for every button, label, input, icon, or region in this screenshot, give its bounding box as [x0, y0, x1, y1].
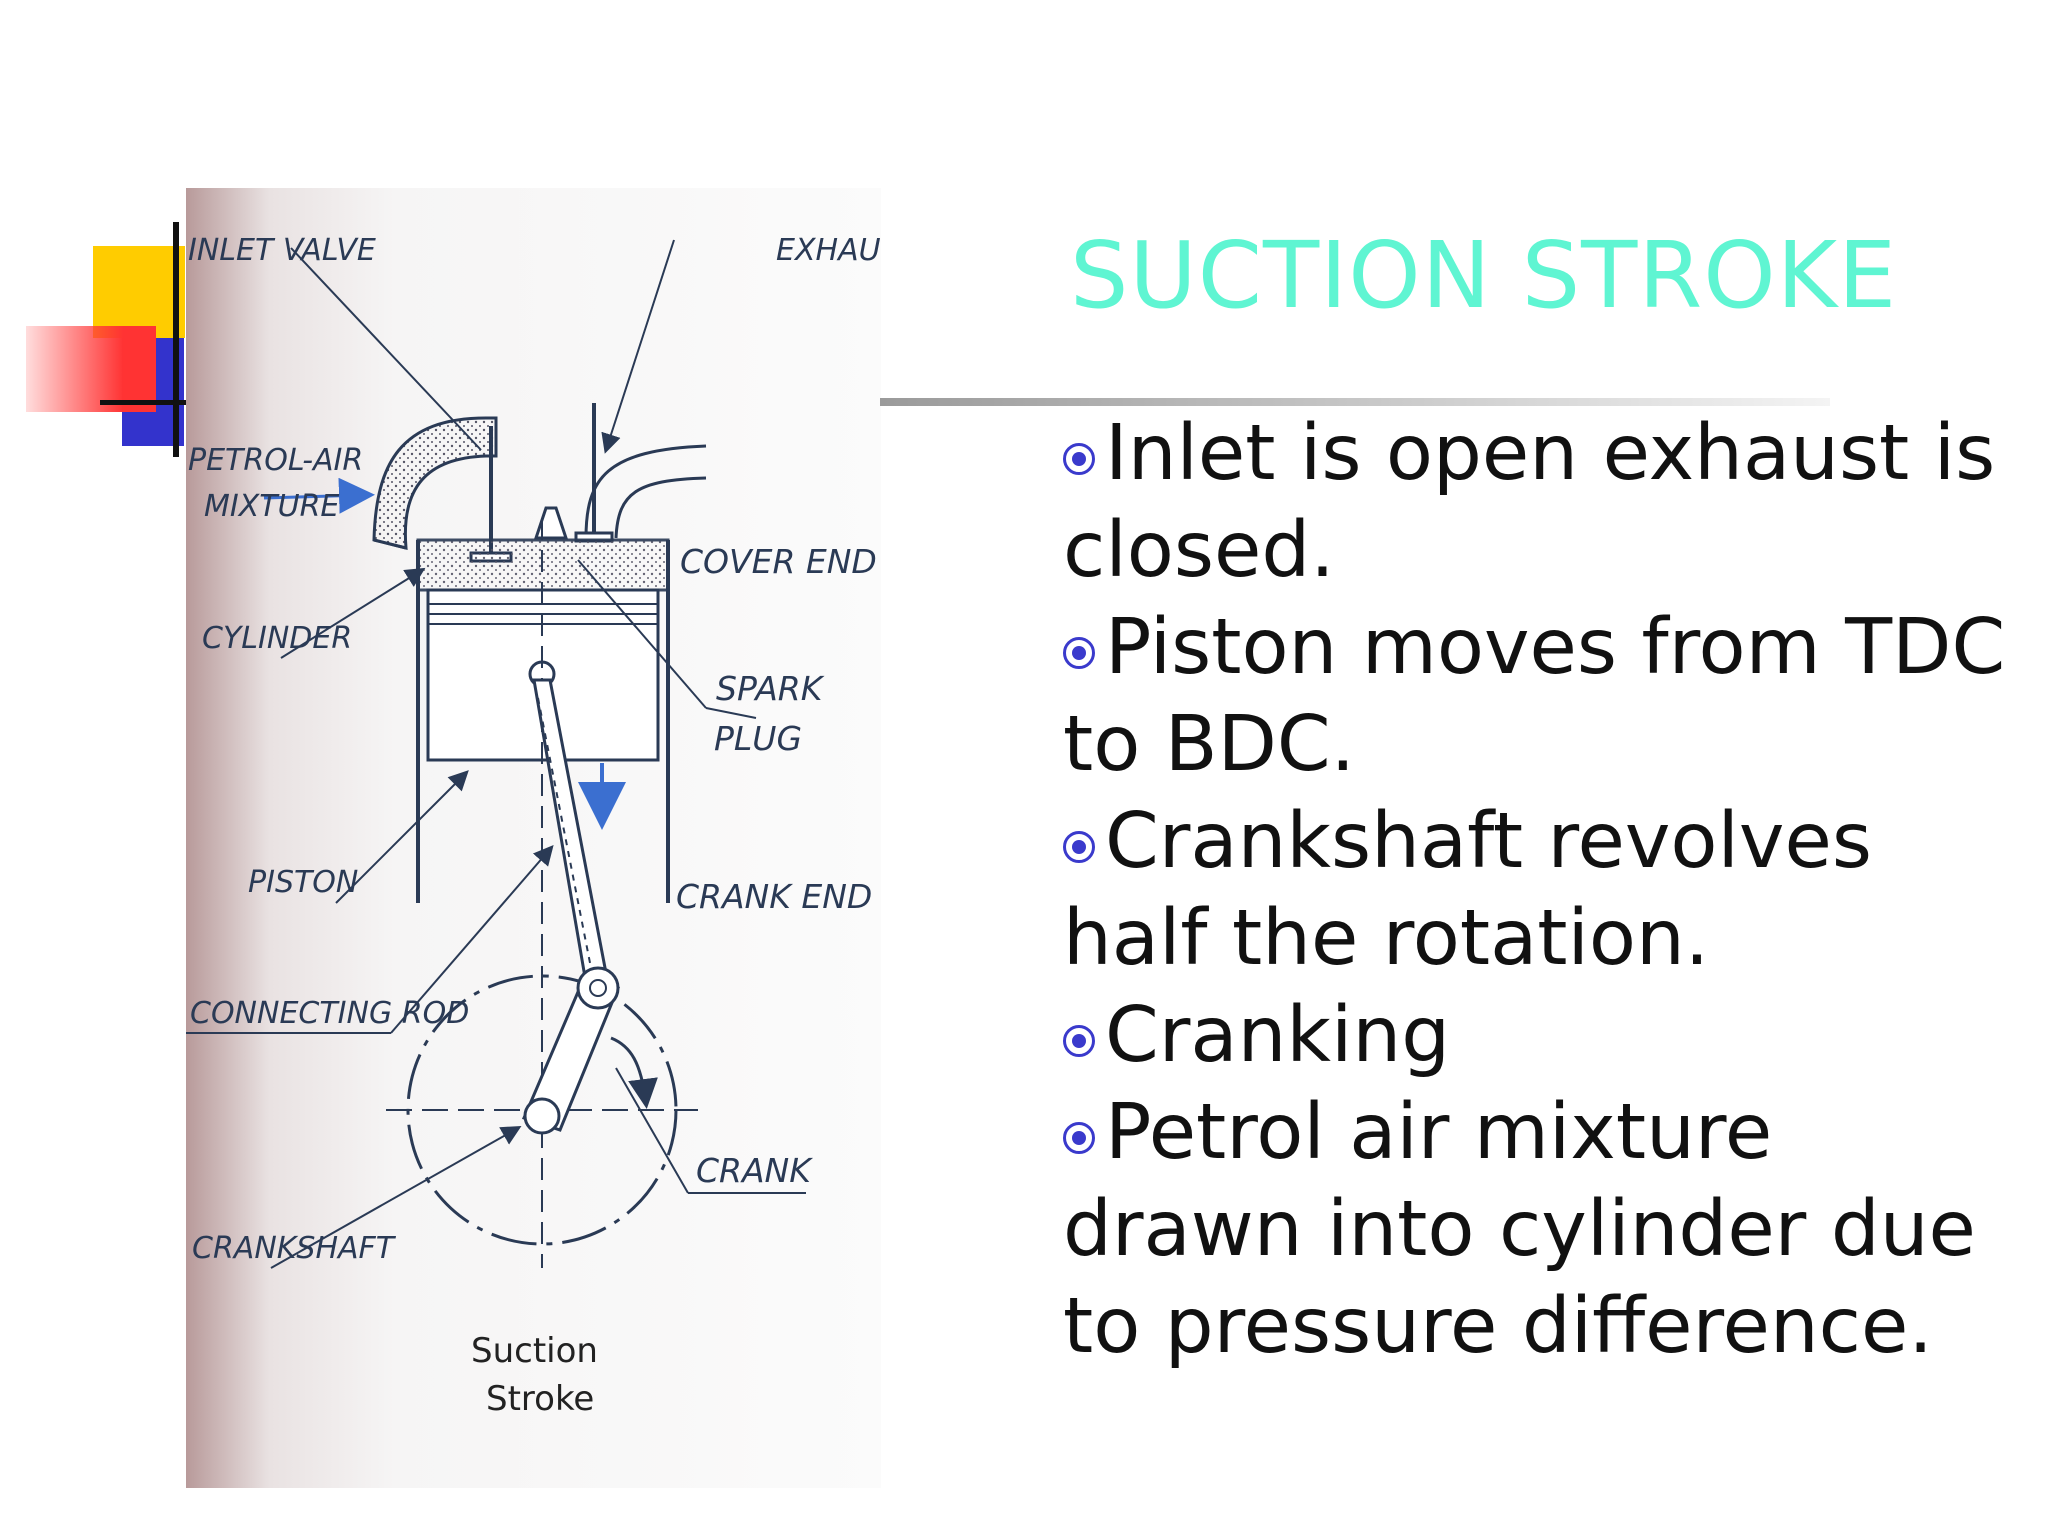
inlet-port — [372, 416, 498, 550]
caption-suction: Suction — [471, 1331, 598, 1371]
bullet-item-3: Crankshaft revolves half the rotation. — [1063, 793, 2023, 987]
bullet-marker-icon — [1063, 443, 1095, 475]
bullet-marker-icon — [1063, 1025, 1095, 1057]
label-crank: CRANK — [696, 1151, 813, 1190]
label-mixture: MIXTURE — [204, 489, 339, 524]
label-cylinder: CYLINDER — [202, 621, 352, 656]
label-crankshaft: CRANKSHAFT — [192, 1231, 397, 1266]
bullet-text: Cranking — [1105, 991, 1451, 1080]
bullet-text: Petrol air mixture drawn into cylinder d… — [1063, 1088, 1976, 1371]
label-cover-end: COVER END — [680, 542, 877, 581]
bullet-item-4: Cranking — [1063, 987, 2023, 1084]
title-divider — [880, 398, 1830, 406]
deco-yellow-square — [93, 246, 185, 338]
exhaust-port — [584, 444, 707, 539]
label-exhaust: EXHAU — [776, 233, 881, 268]
bullet-marker-icon — [1063, 1122, 1095, 1154]
bullet-list: Inlet is open exhaust is closed. Piston … — [1063, 405, 2023, 1375]
bullet-text: Crankshaft revolves half the rotation. — [1063, 797, 1872, 983]
deco-horizontal-line — [100, 400, 190, 405]
label-plug: PLUG — [714, 719, 802, 758]
caption-stroke: Stroke — [486, 1379, 594, 1419]
engine-diagram: INLET VALVE EXHAU PETROL-AIR MIXTURE COV… — [186, 188, 881, 1488]
bullet-marker-icon — [1063, 831, 1095, 863]
label-piston: PISTON — [248, 865, 358, 900]
scan-background — [186, 188, 881, 1488]
bullet-item-5: Petrol air mixture drawn into cylinder d… — [1063, 1084, 2023, 1375]
label-connecting-rod: CONNECTING ROD — [190, 996, 469, 1031]
label-inlet-valve: INLET VALVE — [188, 233, 376, 268]
bullet-text: Piston moves from TDC to BDC. — [1063, 603, 2006, 789]
bullet-marker-icon — [1063, 637, 1095, 669]
label-petrol-air: PETROL-AIR — [188, 443, 363, 478]
bullet-text: Inlet is open exhaust is closed. — [1063, 409, 1996, 595]
deco-red-square — [26, 326, 156, 412]
label-spark: SPARK — [716, 669, 825, 708]
bullet-item-2: Piston moves from TDC to BDC. — [1063, 599, 2023, 793]
deco-vertical-line — [173, 222, 179, 457]
label-crank-end: CRANK END — [676, 877, 872, 916]
slide-title: SUCTION STROKE — [1070, 222, 1898, 329]
bullet-item-1: Inlet is open exhaust is closed. — [1063, 405, 2023, 599]
